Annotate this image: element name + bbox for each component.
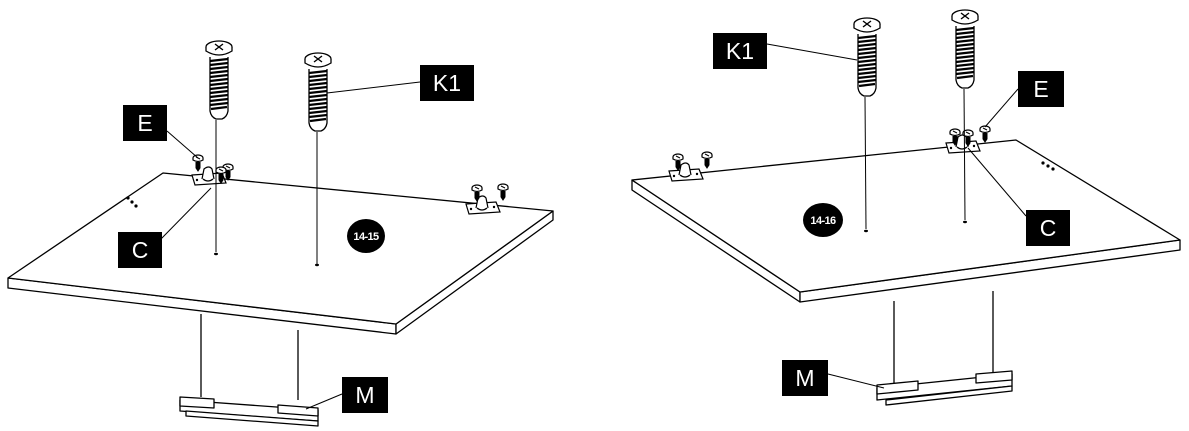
label-e: E	[123, 105, 167, 141]
long-screw-icon	[852, 8, 980, 233]
label-k1: K1	[713, 33, 767, 69]
svg-text:K1: K1	[726, 38, 754, 64]
foot-rail-icon	[179, 396, 319, 427]
leg-frame	[893, 291, 994, 388]
svg-text:K1: K1	[433, 70, 461, 96]
label-c: C	[118, 232, 162, 268]
label-k1: K1	[420, 65, 474, 101]
svg-text:14-16: 14-16	[810, 215, 836, 227]
svg-text:14-15: 14-15	[353, 231, 379, 243]
leg-frame	[200, 314, 299, 400]
step-badge: 14-16	[803, 203, 843, 237]
label-e: E	[1018, 71, 1064, 107]
panel-right: K1 E C M 14-16	[631, 8, 1181, 406]
svg-text:E: E	[1033, 76, 1048, 102]
tabletop	[7, 172, 554, 335]
label-m: M	[782, 360, 828, 396]
svg-text:M: M	[355, 382, 374, 408]
label-c: C	[1026, 210, 1070, 246]
foot-rail-icon	[876, 370, 1013, 406]
svg-text:C: C	[1040, 215, 1057, 241]
step-badge: 14-15	[347, 219, 385, 253]
panel-left: E K1 C M 14-15	[7, 39, 554, 427]
long-screw-icon	[204, 39, 333, 267]
svg-text:E: E	[137, 110, 152, 136]
label-m: M	[342, 377, 388, 413]
svg-text:M: M	[795, 365, 814, 391]
leader-lines	[159, 81, 421, 410]
svg-text:C: C	[132, 237, 149, 263]
tabletop	[631, 139, 1181, 303]
leader-lines	[766, 43, 1027, 389]
